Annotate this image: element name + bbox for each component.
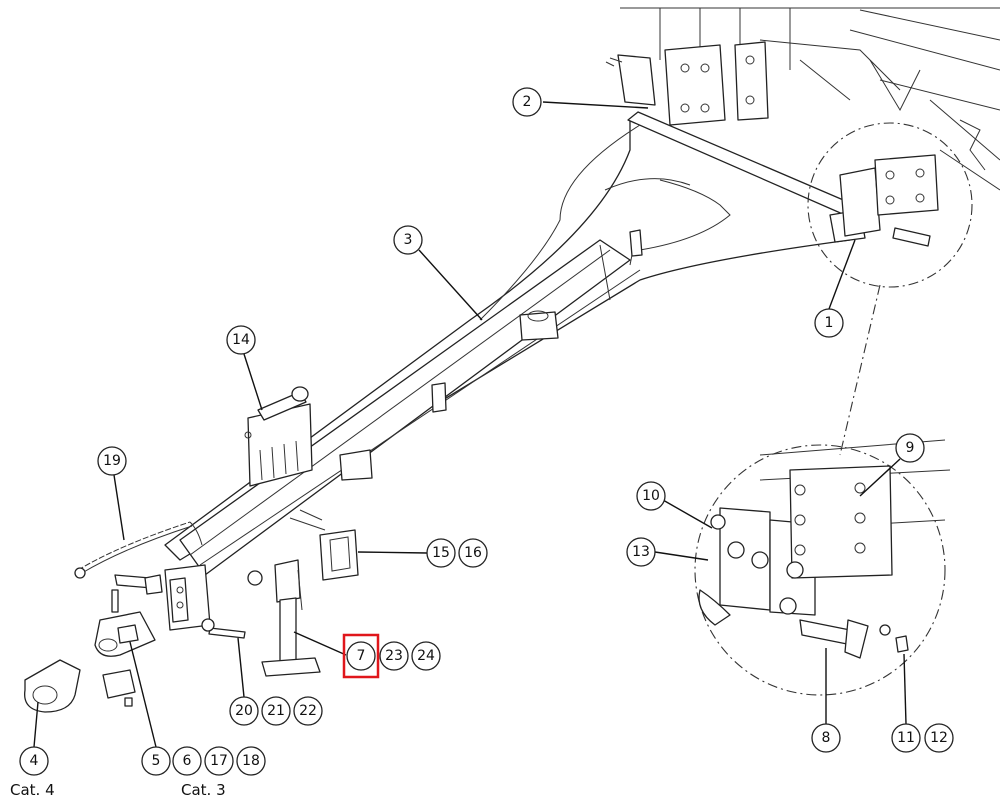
callout-label: 1 bbox=[825, 315, 834, 331]
caption-cat-3: Cat. 3 bbox=[181, 781, 226, 799]
callout-13: 13 bbox=[626, 537, 656, 567]
safety-chain bbox=[74, 521, 203, 579]
callout-19: 19 bbox=[97, 446, 127, 476]
callout-22: 22 bbox=[293, 696, 323, 726]
callout-label: 7 bbox=[357, 648, 366, 664]
leader-lines bbox=[33, 101, 907, 748]
callout-17: 17 bbox=[204, 746, 234, 776]
callout-label: 8 bbox=[822, 730, 831, 746]
callout-label: 17 bbox=[210, 753, 228, 769]
callout-4: 4 bbox=[19, 746, 49, 776]
callout-label: 23 bbox=[385, 648, 403, 664]
callout-label: 9 bbox=[906, 440, 915, 456]
callout-7: 7 bbox=[346, 641, 376, 671]
jack-stand bbox=[247, 559, 321, 677]
callout-label: 14 bbox=[232, 332, 250, 348]
callout-20: 20 bbox=[229, 696, 259, 726]
callout-label: 4 bbox=[30, 753, 39, 769]
callout-label: 19 bbox=[103, 453, 121, 469]
caption-cat-4: Cat. 4 bbox=[10, 781, 55, 799]
callout-2: 2 bbox=[512, 87, 542, 117]
callout-label: 20 bbox=[235, 703, 253, 719]
callout-10: 10 bbox=[636, 481, 666, 511]
callout-16: 16 bbox=[458, 538, 488, 568]
callout-6: 6 bbox=[172, 746, 202, 776]
callout-label: 11 bbox=[897, 730, 915, 746]
callout-15: 15 bbox=[426, 538, 456, 568]
callout-24: 24 bbox=[411, 641, 441, 671]
callout-5: 5 bbox=[141, 746, 171, 776]
callout-label: 13 bbox=[632, 544, 650, 560]
hose-holder bbox=[289, 509, 359, 581]
callout-label: 5 bbox=[152, 753, 161, 769]
callout-3: 3 bbox=[393, 225, 423, 255]
callout-label: 15 bbox=[432, 545, 450, 561]
callout-label: 22 bbox=[299, 703, 317, 719]
manual-holder bbox=[244, 386, 313, 487]
callout-label: 21 bbox=[267, 703, 285, 719]
implement-frame bbox=[605, 7, 1000, 191]
callout-label: 18 bbox=[242, 753, 260, 769]
callout-14: 14 bbox=[226, 325, 256, 355]
callout-8: 8 bbox=[811, 723, 841, 753]
callout-label: 16 bbox=[464, 545, 482, 561]
callout-23: 23 bbox=[379, 641, 409, 671]
callout-label: 2 bbox=[523, 94, 532, 110]
callout-18: 18 bbox=[236, 746, 266, 776]
callout-12: 12 bbox=[924, 723, 954, 753]
callout-label: 3 bbox=[404, 232, 413, 248]
highlight-box bbox=[342, 633, 380, 679]
hitch-assembly bbox=[24, 564, 246, 713]
drawbar-tongue bbox=[164, 111, 866, 576]
callout-label: 10 bbox=[642, 488, 660, 504]
callout-label: 12 bbox=[930, 730, 948, 746]
callout-9: 9 bbox=[895, 433, 925, 463]
callout-1: 1 bbox=[814, 308, 844, 338]
callout-label: 6 bbox=[183, 753, 192, 769]
callout-label: 24 bbox=[417, 648, 435, 664]
detail-view bbox=[694, 122, 973, 696]
callout-21: 21 bbox=[261, 696, 291, 726]
callout-11: 11 bbox=[891, 723, 921, 753]
